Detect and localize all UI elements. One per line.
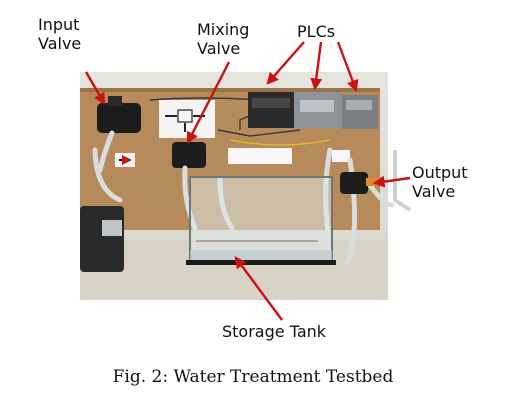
outlet-sign: [332, 150, 350, 162]
callout-output-valve-line-1: Output: [411, 162, 470, 184]
arrow-output-valve: [372, 175, 411, 188]
pump-motor: [80, 206, 124, 272]
storage-tank-glass: [189, 176, 333, 264]
tank-base: [186, 260, 336, 265]
callout-arrows: [84, 41, 411, 321]
callout-input-valve-line-2: Valve: [36, 33, 82, 55]
arrow-input-valve: [84, 71, 106, 106]
callout-storage-tank: Storage Tank: [220, 321, 327, 343]
callout-input-valve-line-1: Input: [36, 14, 80, 36]
callout-plcs: PLCs: [295, 21, 336, 43]
arrow-storage-tank: [234, 256, 283, 321]
plc-left: [248, 92, 294, 128]
output-valve: [340, 172, 368, 194]
tubing: [92, 130, 395, 265]
callout-mixing-valve: Mixing Valve: [195, 19, 250, 60]
arrow-plc-left: [266, 41, 305, 85]
input-valve: [97, 103, 141, 133]
arrow-plc-middle: [310, 41, 323, 91]
callout-input-valve: Input Valve: [36, 14, 82, 55]
arrow-plc-right: [336, 41, 359, 93]
mixing-valve: [172, 142, 206, 168]
testbed-label: [228, 148, 292, 164]
callout-mixing-valve-line-2: Valve: [195, 38, 241, 60]
figure-caption: Fig. 2: Water Treatment Testbed: [112, 367, 394, 387]
callout-mixing-valve-line-1: Mixing: [195, 19, 250, 41]
arrow-mixing-valve: [186, 61, 231, 145]
callout-output-valve-line-2: Valve: [411, 181, 457, 203]
callout-output-valve: Output Valve: [411, 162, 470, 203]
